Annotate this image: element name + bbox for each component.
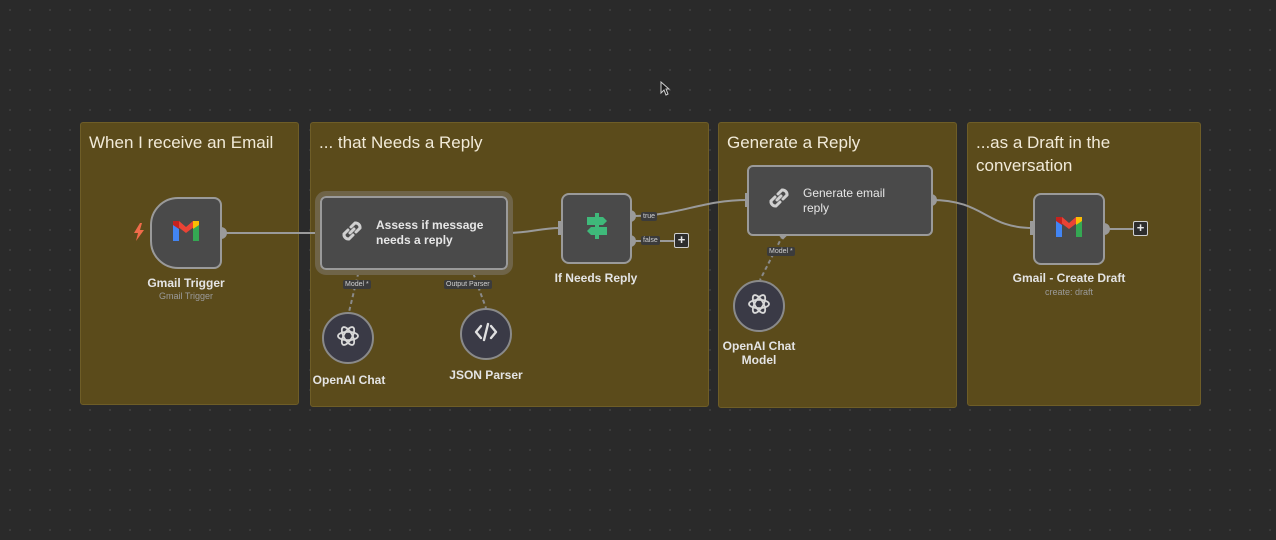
- generate-email-reply-node[interactable]: Generate email reply: [747, 165, 933, 236]
- code-brackets-icon: [474, 322, 498, 347]
- mouse-cursor-icon: [660, 80, 671, 101]
- node-sublabel: Gmail Trigger: [158, 291, 213, 301]
- gmail-icon: [171, 219, 201, 248]
- openai-icon: [335, 323, 361, 354]
- node-label: Generate email reply: [803, 185, 886, 215]
- openai-chat-node[interactable]: [322, 312, 374, 364]
- sticky-title: When I receive an Email: [89, 133, 274, 152]
- true-port-label: true: [641, 212, 658, 221]
- node-label: If Needs Reply: [554, 271, 638, 285]
- node-label: Gmail - Create Draft: [1012, 271, 1126, 285]
- link-chain-icon: [338, 217, 366, 250]
- model-port-label: Model *: [343, 280, 371, 289]
- sticky-title: ... that Needs a Reply: [319, 133, 483, 152]
- model-port-label: Model *: [767, 247, 795, 256]
- node-label: Gmail Trigger: [147, 276, 225, 290]
- node-label: OpenAI Chat Model: [722, 339, 796, 367]
- sticky-title: ...as a Draft in the conversation: [976, 133, 1111, 175]
- openai-chat-model-node[interactable]: [733, 280, 785, 332]
- false-port-label: false: [641, 236, 660, 245]
- node-label: JSON Parser: [449, 368, 523, 382]
- sticky-title: Generate a Reply: [727, 133, 861, 152]
- signpost-icon: [583, 211, 611, 246]
- gmail-create-draft-node[interactable]: [1033, 193, 1105, 265]
- link-chain-icon: [765, 184, 793, 217]
- lightning-bolt-icon: [133, 223, 145, 246]
- openai-icon: [746, 291, 772, 322]
- node-label: Assess if message needs a reply: [376, 218, 484, 247]
- gmail-trigger-node[interactable]: [150, 197, 222, 269]
- if-needs-reply-node[interactable]: [561, 193, 632, 264]
- node-label: OpenAI Chat: [312, 373, 386, 387]
- json-parser-node[interactable]: [460, 308, 512, 360]
- node-sublabel: create: draft: [1044, 287, 1094, 297]
- output-parser-port-label: Output Parser: [444, 280, 492, 289]
- add-node-plus-icon[interactable]: +: [674, 233, 689, 248]
- assess-reply-node[interactable]: Assess if message needs a reply: [315, 191, 513, 275]
- gmail-icon: [1054, 215, 1084, 244]
- sticky-note-email-trigger[interactable]: When I receive an Email: [80, 122, 299, 405]
- add-node-plus-icon[interactable]: +: [1133, 221, 1148, 236]
